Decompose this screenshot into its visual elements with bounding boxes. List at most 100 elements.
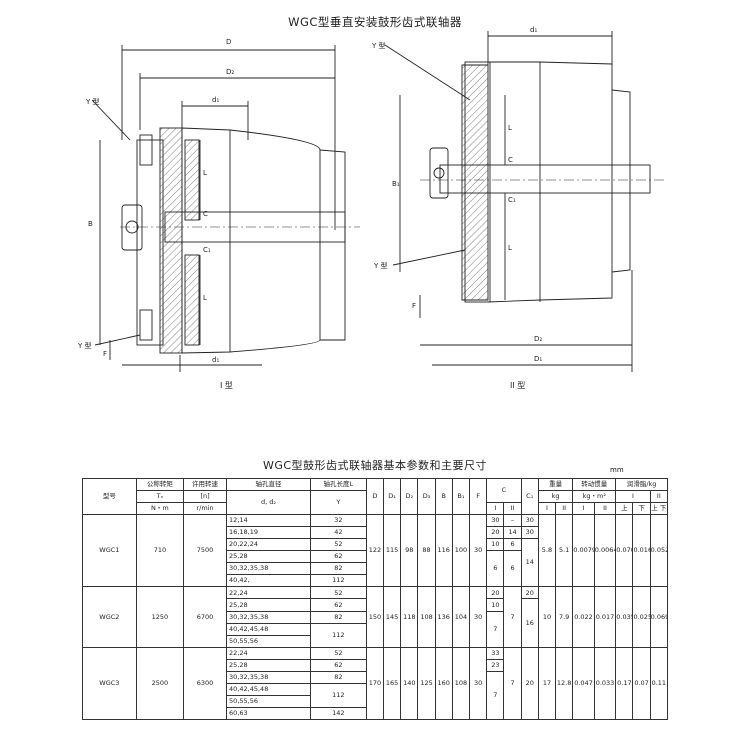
bore-cell: 40,42,: [226, 574, 311, 588]
dim-d1-type1: d₁: [212, 96, 219, 104]
dim-D1-type2: D₁: [534, 355, 542, 363]
hdr-C: C: [486, 477, 522, 504]
model-grease-I-up: 0.070: [615, 514, 634, 588]
hdr-grease-II: II: [649, 490, 669, 504]
hdr-inertia: 转动惯量: [572, 477, 617, 492]
hdr-bore-sym: d, d₂: [226, 490, 311, 516]
hdr-inertia-I: I: [572, 502, 595, 516]
hdr-D2: D₂: [400, 477, 419, 516]
length-cell: 52: [309, 646, 367, 660]
bore-cell: 12,14: [226, 514, 311, 528]
table-row: 16,18,19 42 20 14 30: [83, 526, 668, 540]
hdr-D: D: [365, 477, 385, 516]
c-II-cell: 7: [503, 646, 522, 721]
hdr-grease-updown: 上 下: [649, 502, 669, 516]
model-grease-I-down: 0.0160: [632, 514, 651, 588]
hdr-model: 型号: [82, 477, 137, 516]
model-inertia-I: 0.022: [572, 586, 595, 648]
bore-cell: 20,22,24: [226, 538, 311, 552]
dim-C-type2: C: [508, 156, 513, 164]
c1-cell: 30: [520, 526, 539, 540]
hdr-B1: B₁: [451, 477, 471, 516]
dim-d1-bottom-type1: d₁: [212, 356, 219, 364]
length-cell: 52: [309, 586, 367, 600]
label-Y-top-type2: Y 型: [371, 41, 386, 50]
hdr-weight-unit: kg: [537, 490, 574, 504]
hdr-speed: 许用转速: [183, 477, 228, 492]
bore-cell: 22,24: [226, 586, 311, 600]
hdr-inertia-unit: kg・m²: [572, 490, 617, 504]
length-cell: 82: [309, 610, 367, 624]
table-row: 30,32,35,38 82 7: [83, 610, 668, 648]
length-cell: 142: [309, 706, 367, 721]
model-inertia-I: 0.0079: [572, 514, 595, 588]
model-D3: 88: [417, 514, 436, 588]
model-speed: 7500: [183, 514, 228, 588]
c-I-cell: 7: [486, 670, 505, 721]
length-cell: 112: [309, 574, 367, 588]
c-I-cell: 20: [486, 526, 505, 540]
model-D: 170: [365, 646, 385, 721]
model-weight-II: 7.9: [555, 586, 574, 648]
bore-cell: 25,28: [226, 658, 311, 672]
bore-cell: 30,32,35,38: [226, 562, 311, 576]
model-grease-II: 0.11: [649, 646, 669, 721]
model-name: WGC3: [82, 646, 137, 721]
hdr-torque-unit: N・m: [135, 502, 185, 516]
bore-cell: 25,28: [226, 550, 311, 564]
type2-caption: II 型: [510, 381, 526, 390]
header-row-1: 型号 公称转矩 许用转速 轴孔直径 轴孔长度L D D₁ D₂ D₃ B B₁ …: [82, 477, 668, 516]
model-speed: 6300: [183, 646, 228, 721]
c1-cell: 14: [520, 538, 539, 588]
hdr-grease-I: I: [615, 490, 651, 504]
dim-C1-type1: C₁: [203, 246, 211, 254]
model-B: 136: [434, 586, 453, 648]
bore-cell: 50,55,56: [226, 694, 311, 708]
length-cell: 52: [309, 538, 367, 552]
hdr-weight-I: I: [537, 502, 557, 516]
model-D2: 118: [400, 586, 419, 648]
model-weight-II: 5.1: [555, 514, 574, 588]
label-Y-bottom-type2: Y 型: [373, 261, 388, 270]
hdr-length: 轴孔长度L: [309, 477, 367, 492]
dim-C1-type2: C₁: [508, 196, 516, 204]
model-B1: 100: [451, 514, 471, 588]
table-title: WGC型鼓形齿式联轴器基本参数和主要尺寸: [262, 459, 488, 472]
hdr-C-II: II: [503, 502, 522, 516]
model-F: 30: [469, 586, 488, 648]
model-grease-I-up: 0.17: [615, 646, 634, 721]
model-grease-I-down: 0.025: [632, 586, 651, 648]
label-Y-top-type1: Y 型: [85, 97, 100, 106]
hdr-grease-up: 上: [615, 502, 634, 516]
bore-cell: 30,32,35,38: [226, 610, 311, 624]
hdr-bore: 轴孔直径: [226, 477, 311, 492]
dim-D2-type2: D₂: [534, 335, 542, 343]
model-weight-I: 10: [537, 586, 557, 648]
c-II-cell: 6: [503, 538, 522, 552]
table-row: 40,42,45,48 112: [83, 682, 668, 708]
dim-D2-type1: D₂: [226, 68, 234, 76]
table-row: 60,63 142: [83, 706, 668, 721]
c-I-cell: 7: [486, 610, 505, 648]
model-name: WGC2: [82, 586, 137, 648]
hdr-D3: D₃: [417, 477, 436, 516]
table-row: 40,42,45,48 112: [83, 622, 668, 648]
c-II-cell: 14: [503, 526, 522, 540]
model-weight-II: 12.8: [555, 646, 574, 721]
table-row: 20,22,24 52 10 6 14: [83, 538, 668, 588]
length-cell: 62: [309, 598, 367, 612]
dim-B: B: [88, 220, 93, 228]
dim-d1-type2: d₁: [530, 26, 537, 34]
c-I-cell: 6: [486, 550, 505, 588]
hdr-inertia-II: II: [593, 502, 617, 516]
hdr-grease-down: 下: [632, 502, 651, 516]
table-row: WGC2 1250 6700 22,24 52 150 145 118 108 …: [82, 586, 669, 648]
dim-F-type1: F: [103, 350, 107, 358]
model-inertia-II: 0.033: [593, 646, 617, 721]
bore-cell: 30,32,35,38: [226, 670, 311, 684]
coupling-drawing: D D₂ d₁ Y 型 B L C C₁ L Y 型 F d₁: [77, 26, 665, 372]
model-name: WGC1: [82, 514, 137, 588]
table-row: 30,32,35,38 82 7: [83, 670, 668, 721]
dim-L-bottom-type1: L: [203, 294, 207, 302]
